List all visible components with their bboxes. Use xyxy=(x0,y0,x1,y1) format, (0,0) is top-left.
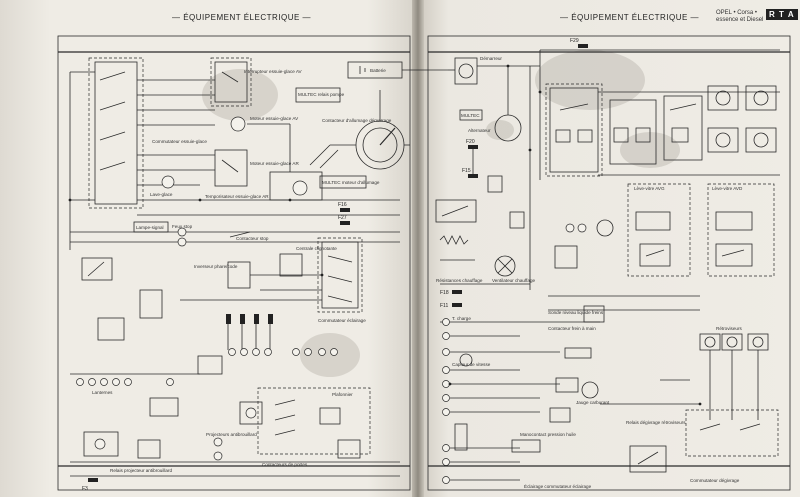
label-demarreur: Démarreur xyxy=(480,56,502,61)
label-contacteur-stop: Contacteur stop xyxy=(236,236,269,241)
diagram-frame xyxy=(57,35,791,491)
charging-section xyxy=(435,57,540,307)
label-f20: F20 xyxy=(466,139,475,145)
mirror-section xyxy=(600,333,779,473)
label-lanternes: Lanternes xyxy=(92,390,113,395)
label-jauge: Jauge carburant xyxy=(576,400,610,405)
label-interrupteur: Interrupteur essuie-glace AV xyxy=(244,69,303,74)
book-spine xyxy=(412,0,424,497)
label-f18: F18 xyxy=(440,290,449,296)
label-sonde-niveau: Sonde niveau liquide freins xyxy=(548,310,604,315)
label-f11: F11 xyxy=(440,303,448,309)
right-page-title: — ÉQUIPEMENT ÉLECTRIQUE — xyxy=(560,13,700,22)
label-contacteurs-portes: Contacteurs de portes xyxy=(262,462,308,467)
label-inverseur: Inverseur phare/code xyxy=(194,264,238,269)
window-lifter-section xyxy=(548,183,775,311)
label-f16: F16 xyxy=(338,202,347,208)
rta-badge: R T A xyxy=(766,9,798,20)
label-multec-moteur: MULTEC moteur d'allumage xyxy=(322,180,380,185)
label-batterie: Batterie xyxy=(370,68,386,73)
label-frein-main: Contacteur frein à main xyxy=(548,326,596,331)
label-f29: F29 xyxy=(570,38,579,44)
wiper-section xyxy=(69,57,400,250)
label-leve-vitre-avg: Lève-vitre AVG xyxy=(634,186,665,191)
instrument-section xyxy=(440,305,605,484)
label-contacteur-allumage: Contacteur d'allumage démarrage xyxy=(322,118,392,123)
label-retroviseurs: Rétroviseurs xyxy=(716,326,742,331)
label-alternateur: Alternateur xyxy=(468,128,491,133)
label-moteur-ar: Moteur essuie-glace AR xyxy=(250,161,299,166)
lighting-section xyxy=(70,227,400,482)
label-eclairage-cde: Éclairage commutateur éclairage xyxy=(524,483,592,489)
label-commutateur-degivrage: Commutateur dégivrage xyxy=(690,478,740,483)
page-smudges xyxy=(202,50,680,377)
label-temoin-charge: T. charge xyxy=(452,316,471,321)
label-temporisateur: Temporisateur essuie-glace AR xyxy=(205,194,269,199)
label-ventilateur: Ventilateur chauffage xyxy=(492,278,536,283)
label-leve-vitre-avd: Lève-vitre AVD xyxy=(712,186,743,191)
label-f27: F27 xyxy=(338,215,347,221)
label-projecteurs: Projecteurs antibrouillard xyxy=(206,432,257,437)
label-multec-right: MULTEC xyxy=(461,113,480,118)
ignition-section xyxy=(295,61,448,225)
left-page-title: — ÉQUIPEMENT ÉLECTRIQUE — xyxy=(172,13,312,22)
label-moteur-essuie: Moteur essuie-glace AV xyxy=(250,116,299,121)
label-capteur-vitesse: Capteur de vitesse xyxy=(452,362,491,367)
label-commutateur-essuie: Commutateur essuie-glace xyxy=(152,139,207,144)
label-f15: F15 xyxy=(462,168,471,174)
right-page xyxy=(418,0,800,497)
label-commodo: Commutateur éclairage xyxy=(318,318,366,323)
junction-dots xyxy=(68,64,702,406)
label-relais-degivrage: Relais dégivrage rétroviseurs xyxy=(626,420,686,425)
label-relais-projecteur: Relais projecteur antibrouillard xyxy=(110,468,172,473)
relay-section xyxy=(539,44,780,180)
label-feux-stop: Feux stop xyxy=(172,224,193,229)
label-manocontact: Manocontact pression huile xyxy=(520,432,576,437)
brand-label: OPEL • Corsa • essence et Diesel xyxy=(716,10,764,23)
label-lampe-signal: Lampe-signal xyxy=(136,225,164,230)
label-resistances: Résistances chauffage xyxy=(436,278,483,283)
label-f3: F3 xyxy=(82,486,88,492)
label-plafonnier: Plafonnier xyxy=(332,392,353,397)
label-multec-relais: MULTEC relais pompe xyxy=(298,92,345,97)
label-centrale: Centrale clignotante xyxy=(296,246,337,251)
label-lave-glace: Lave-glace xyxy=(150,192,173,197)
